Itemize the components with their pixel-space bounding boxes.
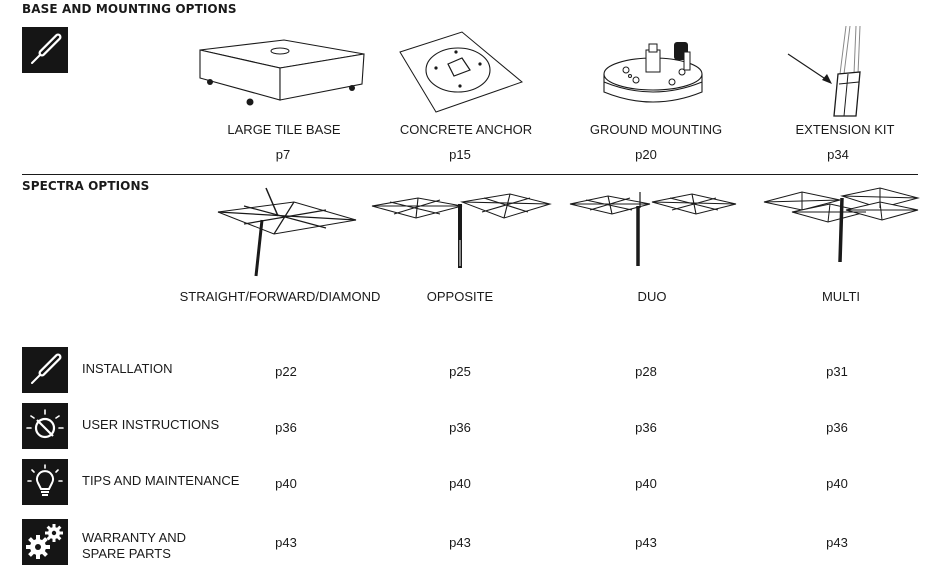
- warranty-label-line1: WARRANTY AND: [82, 530, 187, 545]
- tips-page-duo[interactable]: p40: [635, 476, 657, 491]
- ground-mounting-illustration: [603, 42, 703, 103]
- extension-kit-illustration: [787, 25, 861, 117]
- warranty-label: WARRANTY AND SPARE PARTS: [82, 530, 186, 562]
- straight-forward-diamond-label: STRAIGHT/FORWARD/DIAMOND: [179, 289, 381, 304]
- ground-mounting-page[interactable]: p20: [635, 147, 657, 162]
- base-section-title: BASE AND MOUNTING OPTIONS: [22, 2, 237, 16]
- large-tile-base-page[interactable]: p7: [275, 147, 291, 162]
- section-divider: [22, 174, 918, 175]
- multi-label: MULTI: [821, 289, 861, 304]
- user-instructions-page-opposite[interactable]: p36: [449, 420, 471, 435]
- tips-page-straight[interactable]: p40: [275, 476, 297, 491]
- installation-page-duo[interactable]: p28: [635, 364, 657, 379]
- ground-mounting-label: GROUND MOUNTING: [589, 122, 723, 137]
- concrete-anchor-label: CONCRETE ANCHOR: [399, 122, 533, 137]
- installation-label: INSTALLATION: [82, 361, 173, 376]
- extension-kit-page[interactable]: p34: [827, 147, 849, 162]
- sun-crossed-icon: [22, 403, 68, 449]
- user-instructions-page-straight[interactable]: p36: [275, 420, 297, 435]
- warranty-label-line2: SPARE PARTS: [82, 546, 171, 561]
- user-instructions-page-duo[interactable]: p36: [635, 420, 657, 435]
- multi-umbrella-illustration: [763, 187, 920, 263]
- warranty-page-duo[interactable]: p43: [635, 535, 657, 550]
- user-instructions-page-multi[interactable]: p36: [826, 420, 848, 435]
- tips-page-multi[interactable]: p40: [826, 476, 848, 491]
- duo-umbrella-illustration: [569, 192, 737, 266]
- extension-kit-label: EXTENSION KIT: [795, 122, 895, 137]
- warranty-page-straight[interactable]: p43: [275, 535, 297, 550]
- concrete-anchor-illustration: [399, 31, 523, 113]
- installation-page-straight[interactable]: p22: [275, 364, 297, 379]
- warranty-page-multi[interactable]: p43: [826, 535, 848, 550]
- large-tile-base-label: LARGE TILE BASE: [227, 122, 341, 137]
- duo-label: DUO: [637, 289, 667, 304]
- lightbulb-icon: [22, 459, 68, 505]
- straight-umbrella-illustration: [217, 187, 357, 277]
- tips-maintenance-label: TIPS AND MAINTENANCE: [82, 473, 240, 488]
- spectra-section-title: SPECTRA OPTIONS: [22, 179, 150, 193]
- opposite-umbrella-illustration: [371, 193, 552, 268]
- tips-page-opposite[interactable]: p40: [449, 476, 471, 491]
- concrete-anchor-page[interactable]: p15: [449, 147, 471, 162]
- installation-page-multi[interactable]: p31: [826, 364, 848, 379]
- large-tile-base-illustration: [199, 39, 365, 106]
- screwdriver-icon: [22, 27, 68, 73]
- screwdriver-icon: [22, 347, 68, 393]
- user-instructions-label: USER INSTRUCTIONS: [82, 417, 220, 432]
- warranty-page-opposite[interactable]: p43: [449, 535, 471, 550]
- gears-icon: [22, 519, 68, 565]
- installation-page-opposite[interactable]: p25: [449, 364, 471, 379]
- opposite-label: OPPOSITE: [426, 289, 494, 304]
